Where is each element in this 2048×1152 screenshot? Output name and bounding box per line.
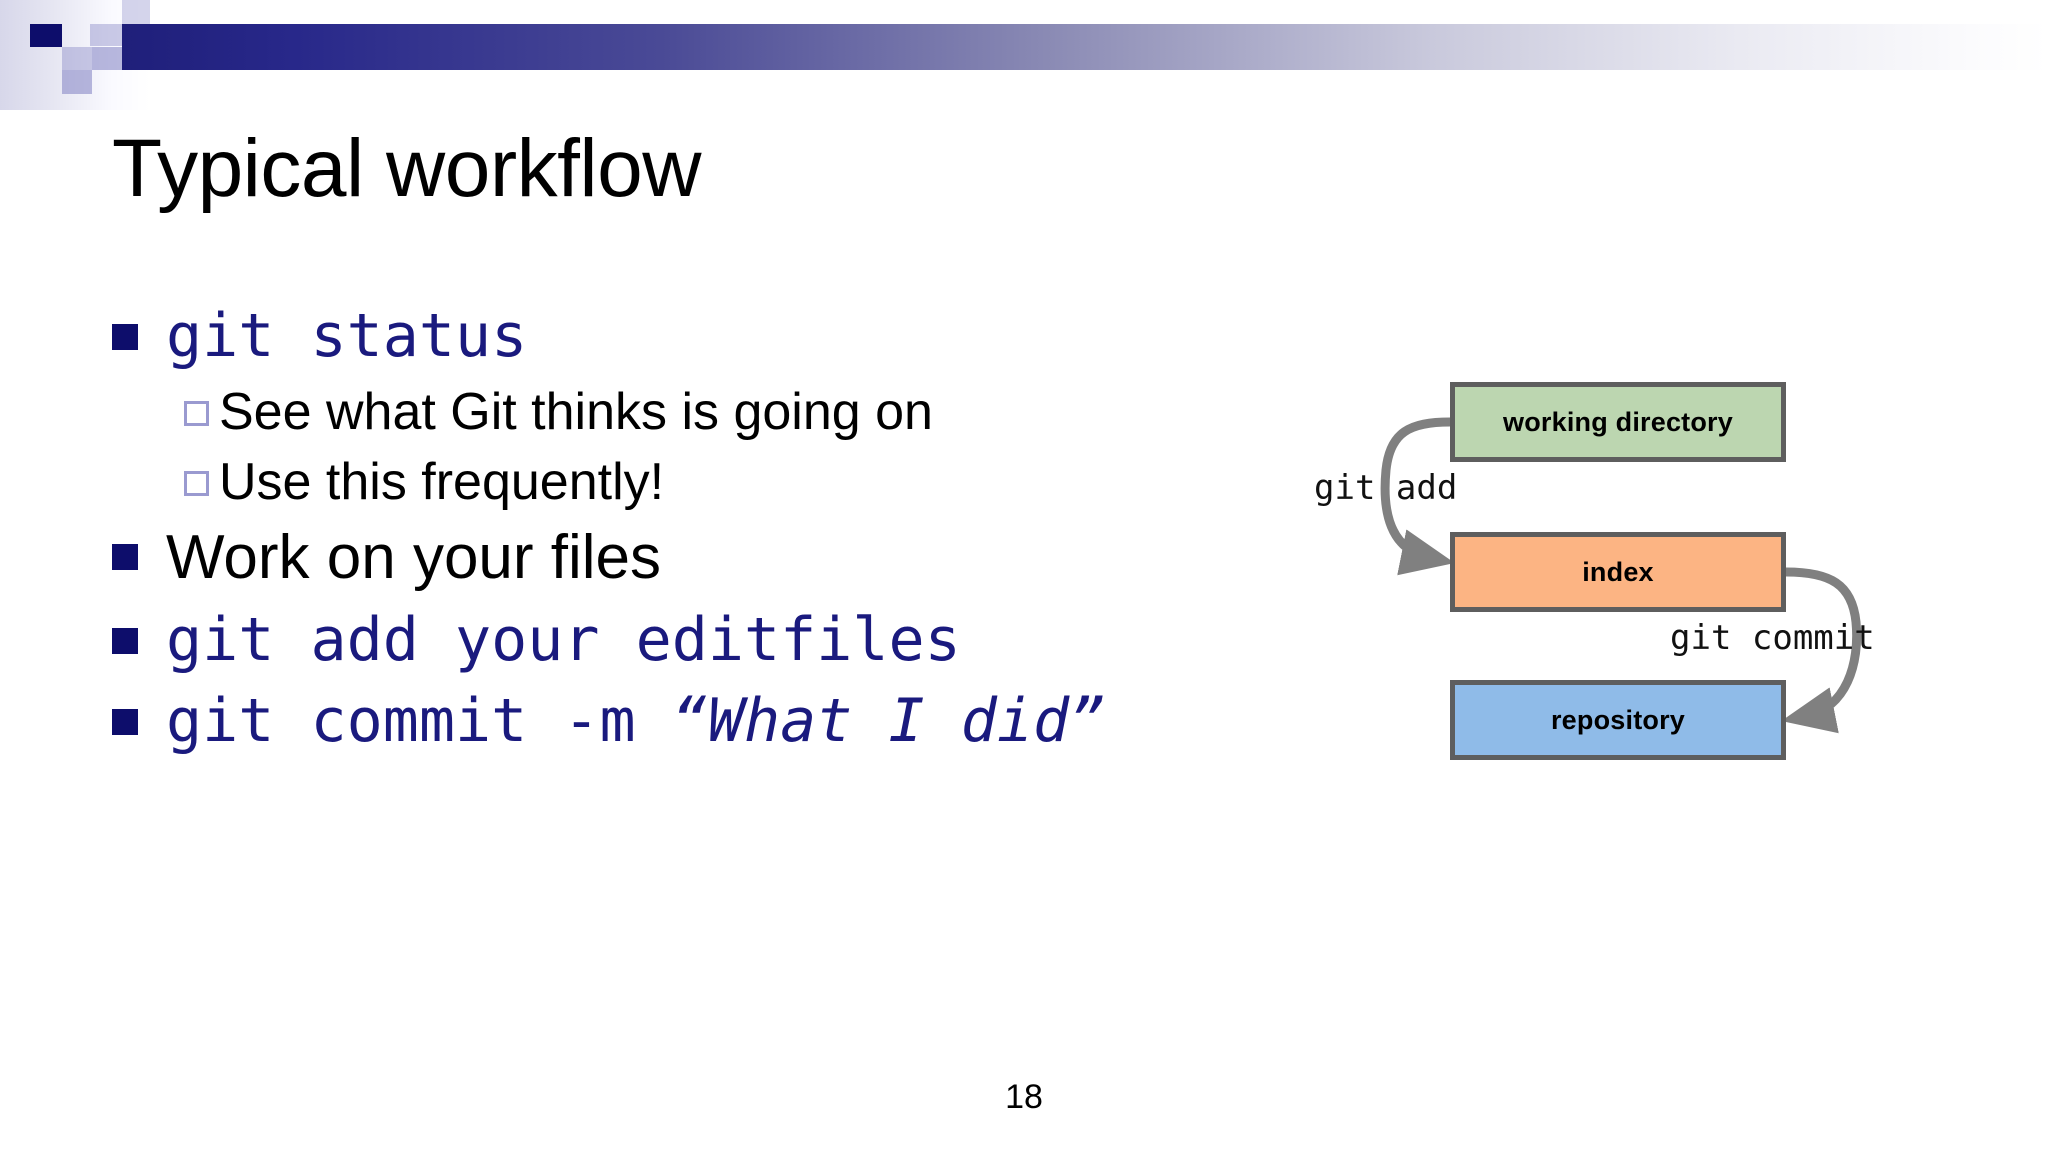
header-square-lavender-a	[122, 0, 150, 46]
bullet-text: See what Git thinks is going on	[219, 383, 933, 442]
diagram-arrow-label-git-commit: git commit	[1670, 618, 1875, 658]
page-number: 18	[1005, 1078, 1043, 1116]
bullet-text-commit-message: “What I did”	[671, 685, 1106, 756]
bullet-item-use-this-frequently: Use this frequently!	[184, 451, 1262, 514]
filled-square-bullet-icon	[112, 324, 138, 350]
bullet-text-command: git commit -m	[166, 685, 672, 756]
header-left-fade	[0, 0, 150, 110]
bullet-item-git-add: git add your editfiles	[112, 604, 1262, 677]
filled-square-bullet-icon	[112, 627, 138, 654]
diagram-box-repository: repository	[1450, 680, 1786, 760]
bullet-text-wrapper: git commit -m “What I did”	[166, 685, 1105, 758]
diagram-box-working-directory: working directory	[1450, 382, 1786, 462]
bullet-item-git-commit: git commit -m “What I did”	[112, 685, 1262, 758]
header-gradient-band	[122, 24, 2048, 70]
filled-square-bullet-icon	[112, 708, 138, 735]
diagram-box-label: index	[1582, 556, 1654, 587]
arrow-git-commit	[1781, 567, 1862, 734]
bullet-text: git add your editfiles	[166, 604, 961, 675]
content-bullet-list: git status See what Git thinks is going …	[112, 300, 1262, 766]
header-square-lavender-f	[62, 70, 92, 94]
header-square-navy	[30, 24, 62, 47]
bullet-text: git status	[166, 301, 528, 371]
bullet-item-git-status: git status	[112, 300, 1262, 373]
git-workflow-diagram: working directory index repository git a…	[1290, 360, 1990, 760]
diagram-arrow-label-git-add: git add	[1314, 468, 1458, 508]
diagram-box-label: repository	[1550, 704, 1686, 735]
bullet-item-see-what-git-thinks: See what Git thinks is going on	[184, 381, 1262, 444]
bullet-text: Work on your files	[166, 523, 662, 593]
hollow-square-bullet-icon	[184, 470, 209, 496]
diagram-box-label: working directory	[1503, 406, 1733, 437]
page-title: Typical workflow	[112, 123, 701, 214]
diagram-box-index: index	[1450, 532, 1786, 612]
header-decoration	[0, 0, 2048, 110]
filled-square-bullet-icon	[112, 544, 138, 571]
header-square-lavender-d	[62, 47, 92, 70]
bullet-text: Use this frequently!	[219, 452, 665, 511]
diagram-arrows	[1380, 417, 1862, 734]
bullet-item-work-on-your-files: Work on your files	[112, 520, 1262, 596]
arrow-git-add	[1380, 417, 1455, 576]
header-square-lavender-e	[92, 47, 122, 70]
header-square-lavender-b	[90, 24, 150, 46]
header-square-lavender-c	[122, 24, 150, 46]
hollow-square-bullet-icon	[184, 401, 209, 427]
